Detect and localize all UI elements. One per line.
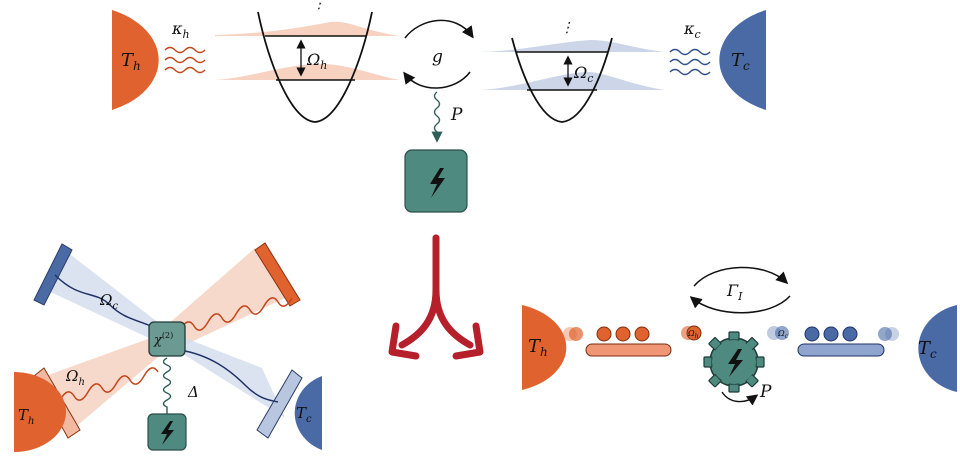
hot-mode-packet-lower: [215, 64, 400, 80]
bl-cold-bath-shape: [294, 376, 322, 450]
cold-beam-upper: [42, 248, 166, 346]
br-omega-h-small: Ωh: [687, 329, 699, 340]
hot-bath-label: Th: [121, 50, 141, 73]
hot-wave-upper: [179, 297, 293, 331]
br-omega-c-small: Ωc: [777, 329, 789, 340]
omega-h-label: Ωh: [306, 50, 327, 72]
hot-platform: [585, 343, 672, 357]
bottom-left-panel: Ωc Ωh χ(2) Δ Th Tc: [14, 242, 322, 452]
br-cold-bath-label: Tc: [918, 338, 937, 361]
omega-c-label: Ωc: [573, 63, 593, 85]
cold-mode-packet-lower: [480, 72, 665, 90]
br-hot-bath-label: Th: [528, 336, 548, 359]
cold-potential-well: [511, 37, 613, 123]
bl-cold-bath-label: Tc: [296, 404, 312, 425]
hot-potential-well: [257, 11, 373, 123]
cold-particle: [823, 326, 839, 342]
coupling-arrow-lower: [403, 71, 471, 89]
cold-wave-upper: [54, 274, 161, 331]
cold-wave-icon: [669, 48, 711, 76]
cold-wave-lower: [179, 349, 279, 403]
cold-particle-transfer: [775, 326, 789, 340]
bottom-right-panel: Th Ωh P: [522, 266, 957, 406]
br-hot-bath-shape: [522, 305, 567, 390]
hot-particle: [596, 326, 612, 342]
chi-crystal: [148, 321, 186, 357]
hot-mode-packet-upper: [215, 21, 400, 36]
bl-battery-icon: [147, 413, 187, 451]
power-label: P: [450, 105, 463, 125]
hot-particle: [634, 326, 650, 342]
cold-beam-lower: [180, 336, 285, 418]
gear-icon: [703, 331, 765, 393]
mirror-hot-upper: [254, 242, 301, 307]
bl-hot-bath-shape: [14, 372, 66, 452]
cold-particle: [804, 326, 820, 342]
hot-particle-transfer: [686, 325, 702, 341]
kappa-h-label: κh: [171, 19, 190, 41]
hot-wave-icon: [164, 46, 206, 74]
split-arrow: [388, 234, 484, 360]
hot-particle-emerging: [569, 327, 583, 341]
hot-particle: [615, 326, 631, 342]
kappa-c-label: κc: [683, 19, 701, 41]
coupling-arrow-upper: [404, 19, 474, 39]
chi-label: χ(2): [153, 331, 173, 348]
coupling-label: g: [432, 47, 443, 67]
cold-particle: [842, 326, 858, 342]
hot-beam-upper: [166, 248, 292, 348]
cold-bath-shape: [719, 10, 766, 110]
cold-bath-label: Tc: [731, 50, 750, 73]
battery-icon: [404, 149, 468, 213]
gamma-arrow-upper: [693, 266, 789, 287]
cold-particle-fade: [885, 327, 899, 341]
delta-label: Δ: [187, 383, 199, 401]
power-rotation-arrow: [721, 391, 759, 406]
hot-beam-lower: [40, 336, 164, 430]
bl-hot-bath-label: Th: [18, 406, 34, 427]
cold-platform: [797, 343, 885, 357]
bl-omega-c-label: Ωc: [99, 291, 118, 312]
hot-wave-lower: [59, 367, 159, 401]
cold-ellipsis: ⋮: [560, 20, 574, 36]
hot-bath-shape: [112, 10, 159, 110]
mirror-cold-lower: [256, 369, 303, 439]
gamma-arrow-lower: [689, 295, 791, 314]
delta-spring: [162, 357, 172, 415]
cold-particle-emerging: [878, 327, 892, 341]
bl-omega-h-label: Ωh: [65, 367, 85, 388]
cold-mode-packet-upper: [480, 40, 665, 52]
hot-ellipsis: ⋮: [312, 0, 326, 12]
br-cold-bath-shape: [918, 305, 957, 392]
br-power-label: P: [759, 382, 772, 402]
mirror-cold-upper: [33, 243, 73, 306]
power-wiggle: [431, 91, 443, 143]
top-panel: Th κh Ωh ⋮ g P: [112, 0, 766, 213]
gamma-label: ΓI: [726, 281, 743, 303]
